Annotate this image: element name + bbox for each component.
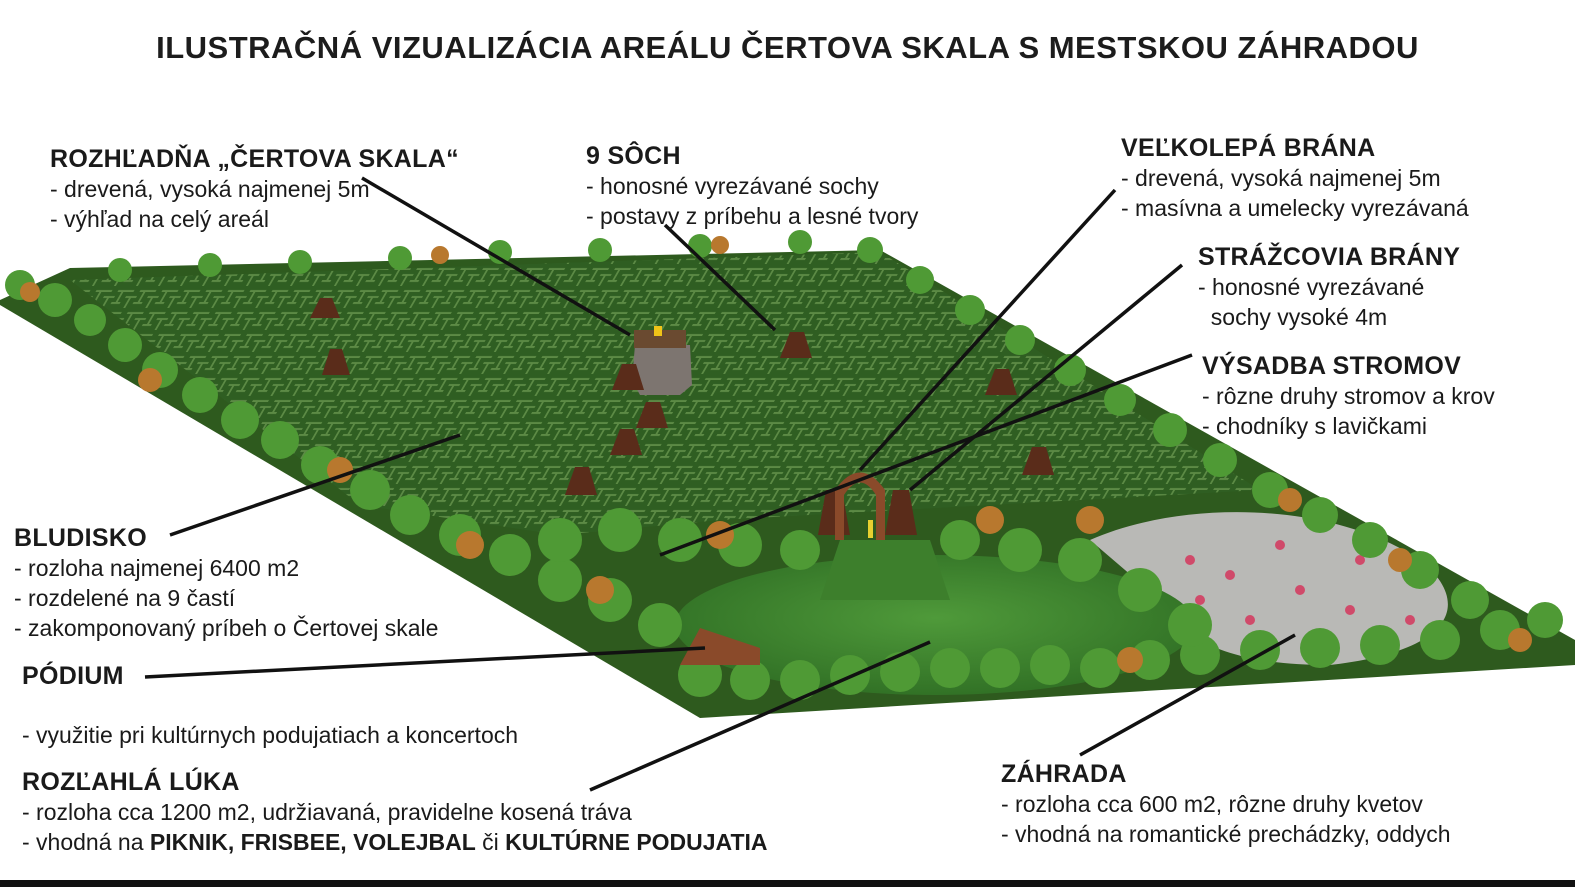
label-heading: ZÁHRADA [1001, 760, 1127, 788]
label-line: - výhľad na celý areál [50, 206, 269, 232]
label-line: - drevená, vysoká najmenej 5m [1121, 165, 1441, 191]
label-line: sochy vysoké 4m [1198, 304, 1388, 330]
label-line: - honosné vyrezávané [1198, 274, 1425, 300]
label-heading: ROZHĽADŇA „ČERTOVA SKALA“ [50, 145, 459, 173]
text-part-bold: PIKNIK, FRISBEE, VOLEJBAL [149, 829, 476, 855]
label-line: - rozloha cca 1200 m2, udržiavaná, pravi… [22, 799, 632, 825]
label-podium-desc: - využitie pri kultúrnych podujatiach a … [22, 720, 518, 750]
label-line: - rozloha najmenej 6400 m2 [14, 555, 300, 581]
label-podium: PÓDIUM [22, 661, 124, 691]
label-sochy: 9 SÔCH - honosné vyrezávané sochy - post… [586, 141, 918, 231]
bottom-border [0, 880, 1575, 887]
label-line: - rôzne druhy stromov a krov [1202, 383, 1495, 409]
text-part: - vhodná na [22, 829, 150, 855]
gate-icon [835, 472, 885, 540]
label-line: - chodníky s lavičkami [1202, 413, 1427, 439]
text-part-bold: KULTÚRNE PODUJATIA [505, 829, 768, 855]
label-line: - masívna a umelecky vyrezávaná [1121, 195, 1469, 221]
label-heading: VEĽKOLEPÁ BRÁNA [1121, 134, 1376, 162]
label-line: - rozloha cca 600 m2, rôzne druhy kvetov [1001, 791, 1423, 817]
statue-icon [310, 298, 1054, 535]
label-line: - zakomponovaný príbeh o Čertovej skale [14, 615, 439, 641]
label-vysadba: VÝSADBA STROMOV - rôzne druhy stromov a … [1202, 351, 1495, 441]
label-rozhladna: ROZHĽADŇA „ČERTOVA SKALA“ - drevená, vys… [50, 144, 459, 234]
label-zahrada: ZÁHRADA - rozloha cca 600 m2, rôzne druh… [1001, 759, 1451, 849]
label-heading: 9 SÔCH [586, 142, 681, 170]
label-luka: ROZĽAHLÁ LÚKA - rozloha cca 1200 m2, udr… [22, 767, 768, 857]
leader-lines [144, 176, 1296, 792]
stage-icon [680, 628, 760, 665]
page-title: ILUSTRAČNÁ VIZUALIZÁCIA AREÁLU ČERTOVA S… [156, 30, 1419, 65]
label-brana: VEĽKOLEPÁ BRÁNA - drevená, vysoká najmen… [1121, 133, 1469, 223]
label-line: - využitie pri kultúrnych podujatiach a … [22, 722, 519, 748]
label-heading: BLUDISKO [14, 524, 147, 552]
label-line: - vhodná na PIKNIK, FRISBEE, VOLEJBAL či… [22, 827, 768, 857]
label-heading: ROZĽAHLÁ LÚKA [22, 768, 240, 796]
tree-icon [5, 230, 1563, 700]
text-part: či [475, 829, 506, 855]
tower-icon [632, 326, 692, 395]
label-line: - vhodná na romantické prechádzky, oddyc… [1001, 821, 1451, 847]
label-line: - honosné vyrezávané sochy [586, 173, 879, 199]
label-line: - drevená, vysoká najmenej 5m [50, 176, 370, 202]
label-strazcovia: STRÁŽCOVIA BRÁNY - honosné vyrezávané so… [1198, 242, 1460, 332]
label-bludisko: BLUDISKO - rozloha najmenej 6400 m2 - ro… [14, 523, 438, 643]
label-heading: STRÁŽCOVIA BRÁNY [1198, 243, 1461, 271]
label-heading: PÓDIUM [22, 662, 124, 690]
label-line: - rozdelené na 9 častí [14, 585, 236, 611]
label-heading: VÝSADBA STROMOV [1202, 352, 1462, 380]
label-line: - postavy z príbehu a lesné tvory [586, 203, 919, 229]
